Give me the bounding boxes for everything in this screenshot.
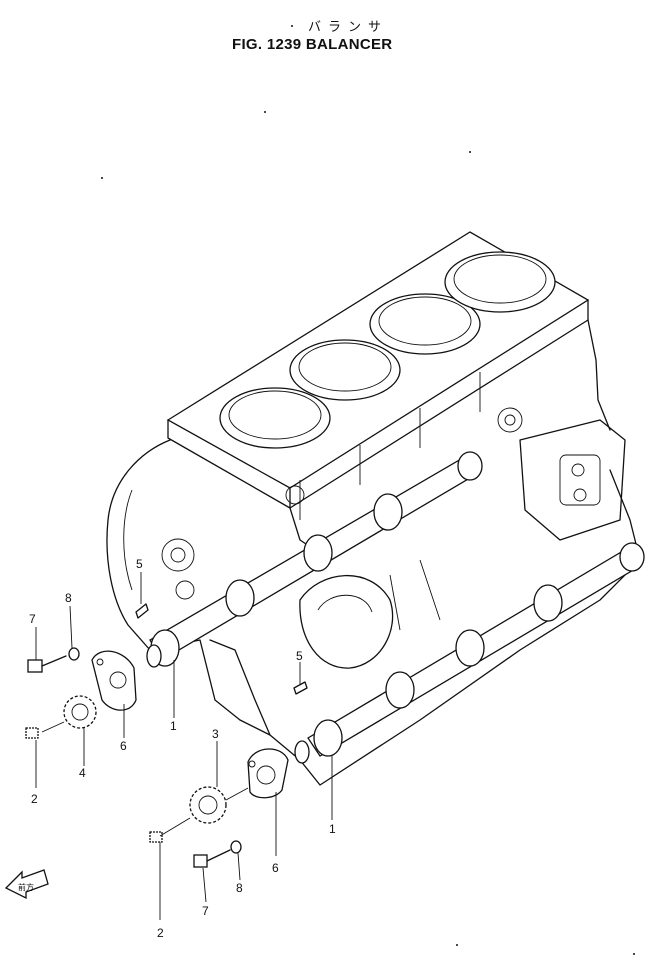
callout-labels: 7 8 2 4 6 5 1 3 2 7 8 6 5 1 xyxy=(29,557,336,940)
gear-right xyxy=(189,786,227,824)
callout-1-right: 1 xyxy=(329,822,336,836)
bolt-left xyxy=(27,655,67,673)
bore-1 xyxy=(219,387,331,449)
callout-7-left: 7 xyxy=(29,612,36,626)
callout-2-right: 2 xyxy=(157,926,164,940)
callout-1-left: 1 xyxy=(170,719,177,733)
balancer-shaft-upper xyxy=(146,451,483,668)
cylinder-bores xyxy=(219,251,556,449)
leader-lines xyxy=(35,572,333,920)
scan-specks xyxy=(101,25,635,955)
balancer-shaft-lower xyxy=(294,542,645,764)
callout-5-right: 5 xyxy=(296,649,303,663)
washer-left xyxy=(68,647,80,661)
callout-8-right: 8 xyxy=(236,881,243,895)
bore-2 xyxy=(289,339,401,401)
washer-right xyxy=(230,840,242,854)
bore-4 xyxy=(444,251,556,313)
title-kana: バランサ xyxy=(308,20,389,35)
callout-3: 3 xyxy=(212,727,219,741)
bore-3 xyxy=(369,293,481,355)
callout-8-left: 8 xyxy=(65,591,72,605)
callout-5-left: 5 xyxy=(136,557,143,571)
callout-7-right: 7 xyxy=(202,904,209,918)
callout-6-left: 6 xyxy=(120,739,127,753)
rear-flange xyxy=(106,439,241,721)
callout-6-right: 6 xyxy=(272,861,279,875)
bolt-right xyxy=(193,849,231,868)
key-right xyxy=(293,681,308,695)
plug-left xyxy=(25,727,39,739)
callout-4: 4 xyxy=(79,766,86,780)
thrust-plate-left xyxy=(91,650,137,711)
plug-right xyxy=(149,831,163,843)
callout-2-left: 2 xyxy=(31,792,38,806)
key-left xyxy=(135,603,149,619)
front-arrow-icon xyxy=(4,869,49,900)
figure-title: FIG. 1239 BALANCER xyxy=(232,36,393,53)
front-direction-marker: 前方 xyxy=(4,869,49,900)
gear-left xyxy=(63,695,97,729)
thrust-plate-right xyxy=(247,748,289,799)
front-direction-label: 前方 xyxy=(18,882,34,892)
